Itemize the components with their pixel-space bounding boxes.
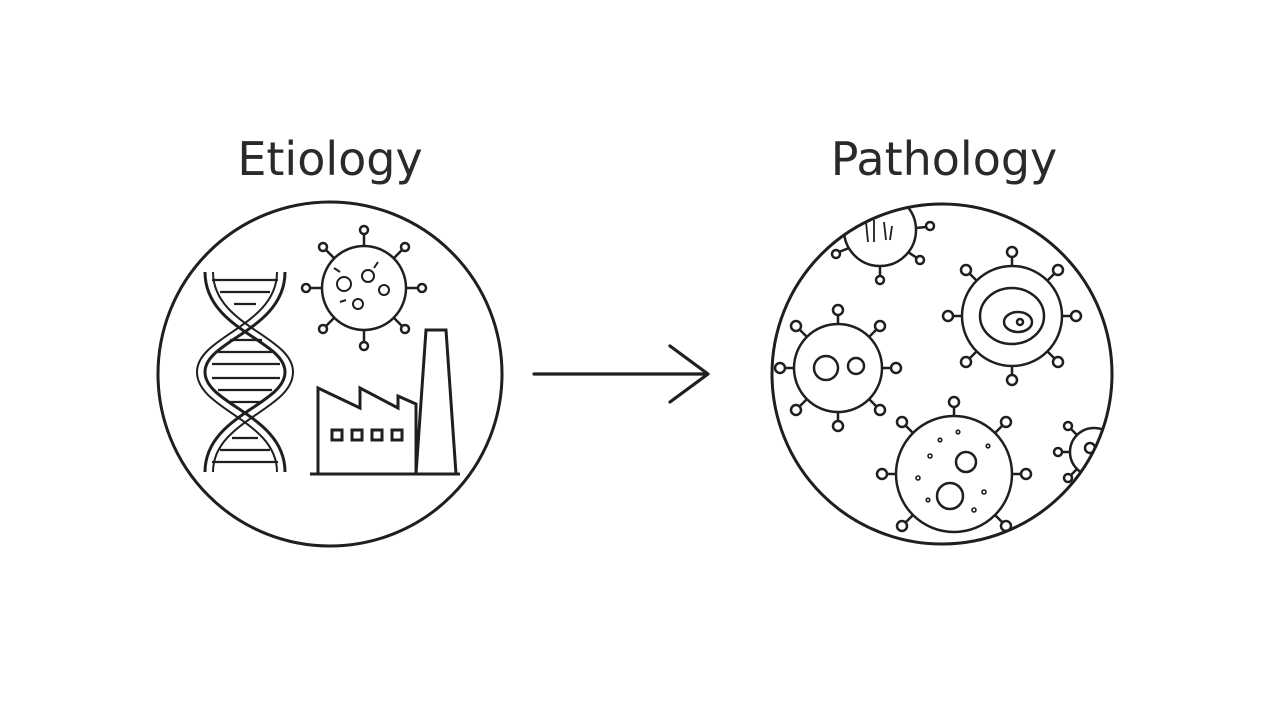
factory-icon [310, 328, 460, 476]
dna-icon [195, 271, 295, 473]
pathology-title: Pathology [830, 132, 1058, 186]
virus-cell-icon [773, 204, 1112, 534]
pathology-circle [770, 202, 1114, 546]
arrow-icon [532, 344, 710, 404]
etiology-title: Etiology [237, 132, 423, 186]
etiology-circle [156, 200, 504, 548]
virus-icon [300, 224, 428, 352]
